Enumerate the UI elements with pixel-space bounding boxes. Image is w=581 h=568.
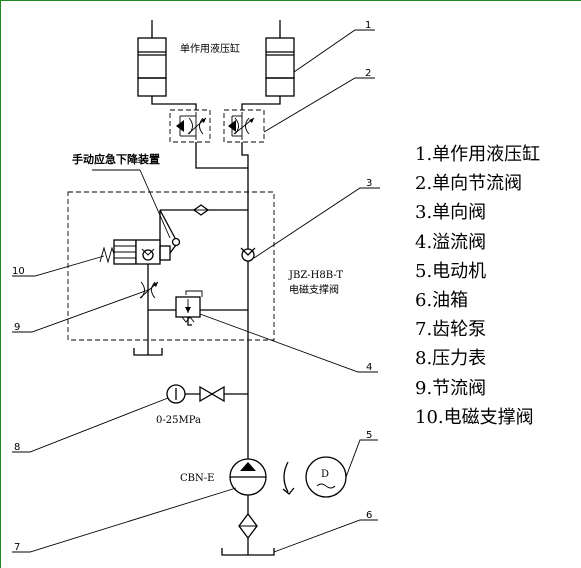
legend-item-5: 5.电动机 bbox=[415, 260, 487, 282]
leader-lines bbox=[12, 29, 380, 553]
callout-7: 7 bbox=[14, 542, 20, 553]
pressure-gauge bbox=[166, 384, 186, 404]
cylinder-title-label: 单作用液压缸 bbox=[180, 42, 240, 55]
callout-10: 10 bbox=[12, 266, 25, 277]
valve-name-label: 电磁支撑阀 bbox=[289, 283, 339, 296]
legend-item-6: 6.油箱 bbox=[415, 290, 469, 312]
gauge-range-label: 0-25MPa bbox=[156, 415, 201, 426]
legend-item-4: 4.溢流阀 bbox=[415, 231, 487, 253]
suction-filter bbox=[238, 512, 258, 540]
legend-item-8: 8.压力表 bbox=[415, 348, 487, 370]
check-valve bbox=[240, 247, 256, 262]
callout-8: 8 bbox=[14, 442, 20, 453]
legend-item-1: 1.单作用液压缸 bbox=[415, 144, 541, 165]
callout-6: 6 bbox=[366, 510, 372, 521]
legend-item-9: 9.节流阀 bbox=[415, 377, 487, 399]
motor-symbol-label: D bbox=[321, 469, 329, 480]
pump-model-label: CBN-E bbox=[180, 473, 214, 484]
manual-device-label: 手动应急下降装置 bbox=[72, 152, 160, 166]
legend-item-3: 3.单向阀 bbox=[415, 202, 487, 224]
callout-2: 2 bbox=[365, 68, 371, 79]
cylinder-right bbox=[265, 20, 295, 97]
legend-item-7: 7.齿轮泵 bbox=[415, 319, 487, 341]
one-way-throttle-valve-left bbox=[169, 109, 211, 143]
callout-1: 1 bbox=[365, 20, 371, 31]
gear-pump bbox=[229, 458, 267, 496]
valve-block-boundary bbox=[67, 191, 275, 341]
callout-3: 3 bbox=[366, 178, 372, 189]
relief-valve bbox=[175, 290, 203, 326]
callout-5: 5 bbox=[366, 430, 372, 441]
one-way-throttle-valve-right bbox=[223, 109, 265, 143]
callout-9: 9 bbox=[14, 322, 20, 333]
throttle-valve bbox=[139, 281, 159, 299]
oil-tank bbox=[221, 548, 275, 556]
legend-item-2: 2.单向节流阀 bbox=[415, 173, 523, 195]
component-legend: 1.单作用液压缸 2.单向节流阀 3.单向阀 4.溢流阀 5.电动机 6.油箱 … bbox=[415, 140, 540, 432]
filter-diamond bbox=[192, 204, 210, 216]
solenoid-support-valve bbox=[99, 239, 177, 265]
legend-item-10: 10.电磁支撑阀 bbox=[415, 406, 534, 428]
stop-valve bbox=[199, 385, 225, 403]
cylinder-left bbox=[137, 20, 167, 97]
callout-4: 4 bbox=[366, 362, 372, 373]
valve-model-label: JBZ-H8B-T bbox=[288, 270, 343, 281]
